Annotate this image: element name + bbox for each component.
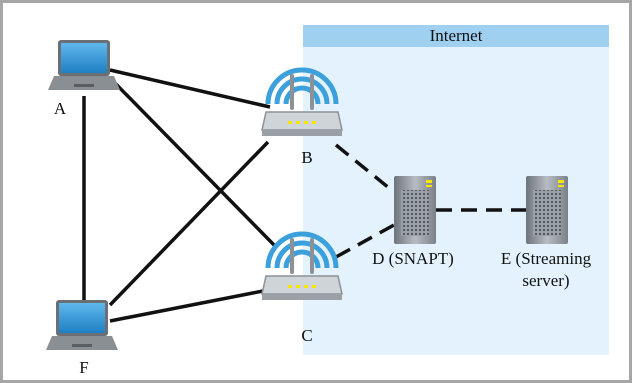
server-icon [526,176,568,244]
laptop-icon [48,40,120,90]
node-label-a: A [54,99,67,118]
wifi-router-icon [261,231,343,300]
server-icon [394,176,436,244]
link-a-c [108,76,278,249]
link-c-d [335,223,395,259]
links [82,68,526,323]
node-label-e-line1: E (Streaming [501,249,592,268]
node-label-d: D (SNAPT) [372,249,454,268]
wifi-router-icon [261,67,343,136]
link-f-b [108,140,270,307]
node-label-b: B [301,148,312,167]
laptop-icon [46,300,118,350]
link-a-b [109,68,271,109]
link-b-d [334,143,396,194]
node-label-c: C [301,326,312,345]
node-label-e-line2: server) [522,271,569,290]
node-label-f: F [79,358,88,377]
link-f-c [109,288,269,323]
internet-label: Internet [303,25,609,47]
